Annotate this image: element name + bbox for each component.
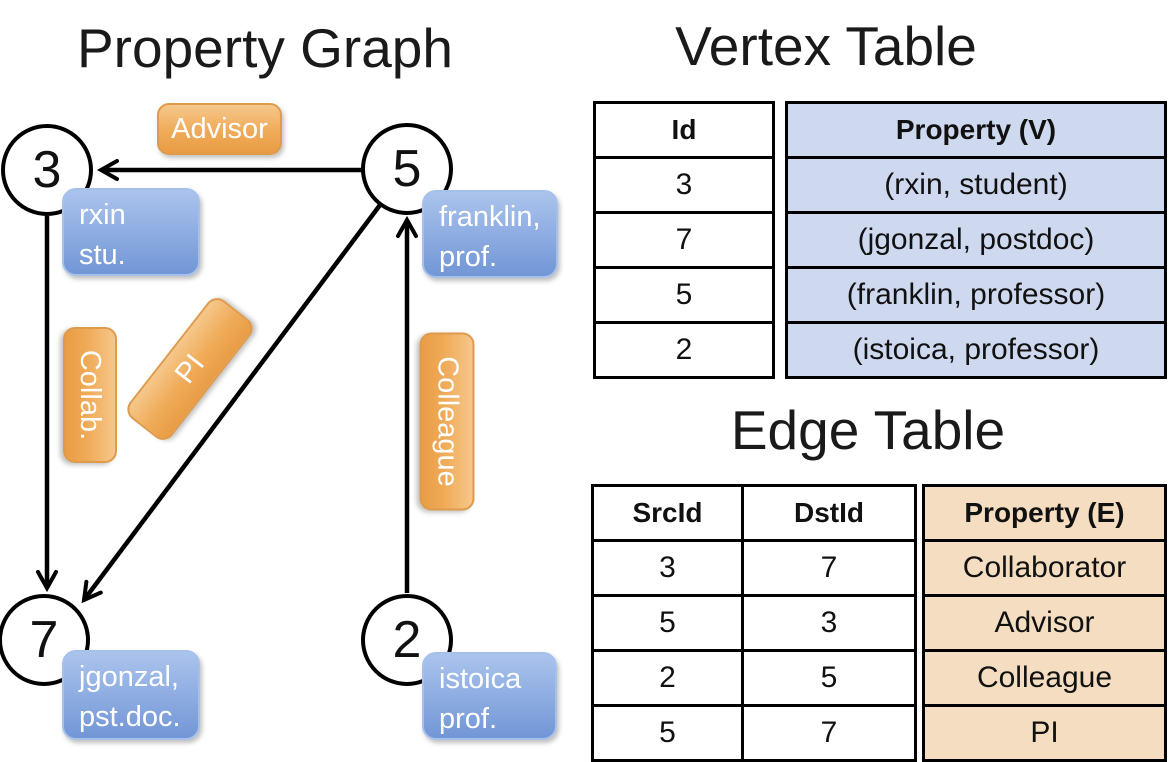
vertex-table-id-column: Id 3 7 5 2 xyxy=(593,101,775,379)
dstid-cell: 5 xyxy=(820,661,838,694)
edge-5-to-7 xyxy=(81,203,382,604)
node-id: 7 xyxy=(29,611,59,669)
srcid-cell: 3 xyxy=(594,542,744,594)
id-cell: 7 xyxy=(675,223,693,256)
node-property-box-istoica: istoica prof. xyxy=(422,652,557,740)
column-header-id: Id xyxy=(671,114,697,145)
node-property-box-jgonzal: jgonzal, pst.doc. xyxy=(62,650,200,740)
property-line: prof. xyxy=(439,241,498,273)
property-line: rxin xyxy=(79,199,126,231)
property-line: pst.doc. xyxy=(79,701,181,733)
property-line: prof. xyxy=(439,703,498,735)
property-cell: (jgonzal, postdoc) xyxy=(788,214,1164,266)
property-graph-title: Property Graph xyxy=(76,17,453,79)
srcid-cell: 2 xyxy=(594,652,744,704)
table-row: 7 xyxy=(596,214,772,269)
table-row: 3 xyxy=(596,159,772,214)
node-id: 3 xyxy=(32,141,62,199)
property-cell: (istoica, professor) xyxy=(788,324,1164,376)
node-property-box-rxin: rxin stu. xyxy=(62,188,200,276)
id-cell: 3 xyxy=(675,168,693,201)
column-header-srcid: SrcId xyxy=(594,487,744,539)
vertex-table-property-column: Property (V) (rxin, student) (jgonzal, p… xyxy=(785,101,1167,379)
property-cell: Colleague xyxy=(925,652,1164,704)
edge-table-title: Edge Table xyxy=(730,399,1006,461)
table-row: 5 7 xyxy=(594,707,914,759)
property-cell: (rxin, student) xyxy=(788,159,1164,211)
property-line: istoica xyxy=(439,663,522,695)
table-row: (jgonzal, postdoc) xyxy=(788,214,1164,269)
table-row: Colleague xyxy=(925,652,1164,707)
column-header-property-v: Property (V) xyxy=(788,104,1164,156)
dstid-cell: 7 xyxy=(820,551,838,584)
table-row: 5 3 xyxy=(594,597,914,652)
table-header-row: Property (E) xyxy=(925,487,1164,542)
table-row: (franklin, professor) xyxy=(788,269,1164,324)
edge-table-property-column: Property (E) Collaborator Advisor Collea… xyxy=(922,484,1167,762)
dstid-cell: 3 xyxy=(820,606,838,639)
table-header-row: SrcId DstId xyxy=(594,487,914,542)
column-header-dstid: DstId xyxy=(794,497,864,528)
table-row: Collaborator xyxy=(925,542,1164,597)
node-id: 5 xyxy=(392,140,422,198)
table-row: (rxin, student) xyxy=(788,159,1164,214)
property-line: franklin, xyxy=(439,201,541,233)
edge-label-colleague: Colleague xyxy=(419,332,475,511)
dstid-cell: 7 xyxy=(820,716,838,749)
property-cell: (franklin, professor) xyxy=(788,269,1164,321)
property-line: stu. xyxy=(79,239,126,271)
vertex-table-title: Vertex Table xyxy=(675,15,977,77)
table-row: 2 xyxy=(596,324,772,376)
edge-table-id-columns: SrcId DstId 3 7 5 3 2 5 5 7 xyxy=(591,484,917,762)
property-cell: PI xyxy=(925,707,1164,759)
property-line: jgonzal, xyxy=(79,661,179,693)
table-header-row: Id xyxy=(596,104,772,159)
table-row: 5 xyxy=(596,269,772,324)
property-cell: Advisor xyxy=(925,597,1164,649)
id-cell: 2 xyxy=(675,333,693,366)
property-cell: Collaborator xyxy=(925,542,1164,594)
edge-label-advisor: Advisor xyxy=(157,103,282,155)
column-header-property-e: Property (E) xyxy=(925,487,1164,539)
graph-edges xyxy=(36,159,418,604)
table-row: (istoica, professor) xyxy=(788,324,1164,376)
table-row: 2 5 xyxy=(594,652,914,707)
srcid-cell: 5 xyxy=(594,597,744,649)
edge-label-collab: Collab. xyxy=(63,327,117,463)
node-id: 2 xyxy=(392,611,422,669)
srcid-cell: 5 xyxy=(594,707,744,759)
graph-node-5: 5 xyxy=(361,123,453,215)
node-property-box-franklin: franklin, prof. xyxy=(422,190,558,278)
table-header-row: Property (V) xyxy=(788,104,1164,159)
graph-node-2: 2 xyxy=(361,594,453,686)
table-row: PI xyxy=(925,707,1164,759)
table-row: 3 7 xyxy=(594,542,914,597)
table-row: Advisor xyxy=(925,597,1164,652)
id-cell: 5 xyxy=(675,278,693,311)
